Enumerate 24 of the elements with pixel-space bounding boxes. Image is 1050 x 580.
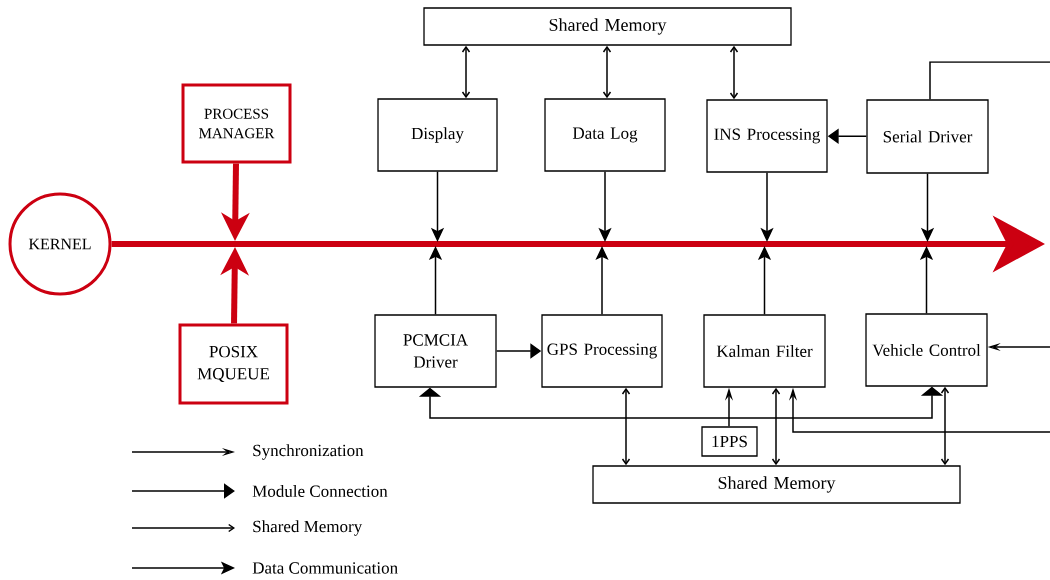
process-box: Kalman Filter — [703, 314, 826, 388]
shared-memory-box: Shared Memory — [592, 465, 961, 504]
connector-line — [929, 61, 1050, 101]
shared-memory-box: Shared Memory — [423, 7, 792, 46]
process-box: PROCESS MANAGER — [181, 83, 292, 164]
process-box: Display — [377, 98, 498, 172]
arrow — [621, 387, 631, 466]
arrow — [461, 45, 471, 99]
process-box: Serial Driver — [866, 99, 989, 174]
legend-label: Module Connection — [252, 485, 388, 497]
legend-label: Synchronization — [253, 444, 364, 460]
process-box: Vehicle Control — [865, 313, 988, 387]
process-box: POSIX MQUEUE — [178, 323, 289, 405]
arrow — [602, 45, 612, 99]
arrow — [729, 45, 739, 100]
process-box: INS Processing — [706, 99, 828, 173]
arrow — [940, 386, 950, 466]
legend-label: Data Communication — [252, 562, 398, 574]
arrow — [771, 387, 781, 466]
process-box: GPS Processing — [541, 314, 663, 388]
process-box: PCMCIA Driver — [374, 314, 497, 388]
signal-box: 1PPS — [701, 426, 758, 457]
legend-label: Shared Memory — [253, 520, 363, 536]
process-box: Data Log — [544, 98, 666, 172]
